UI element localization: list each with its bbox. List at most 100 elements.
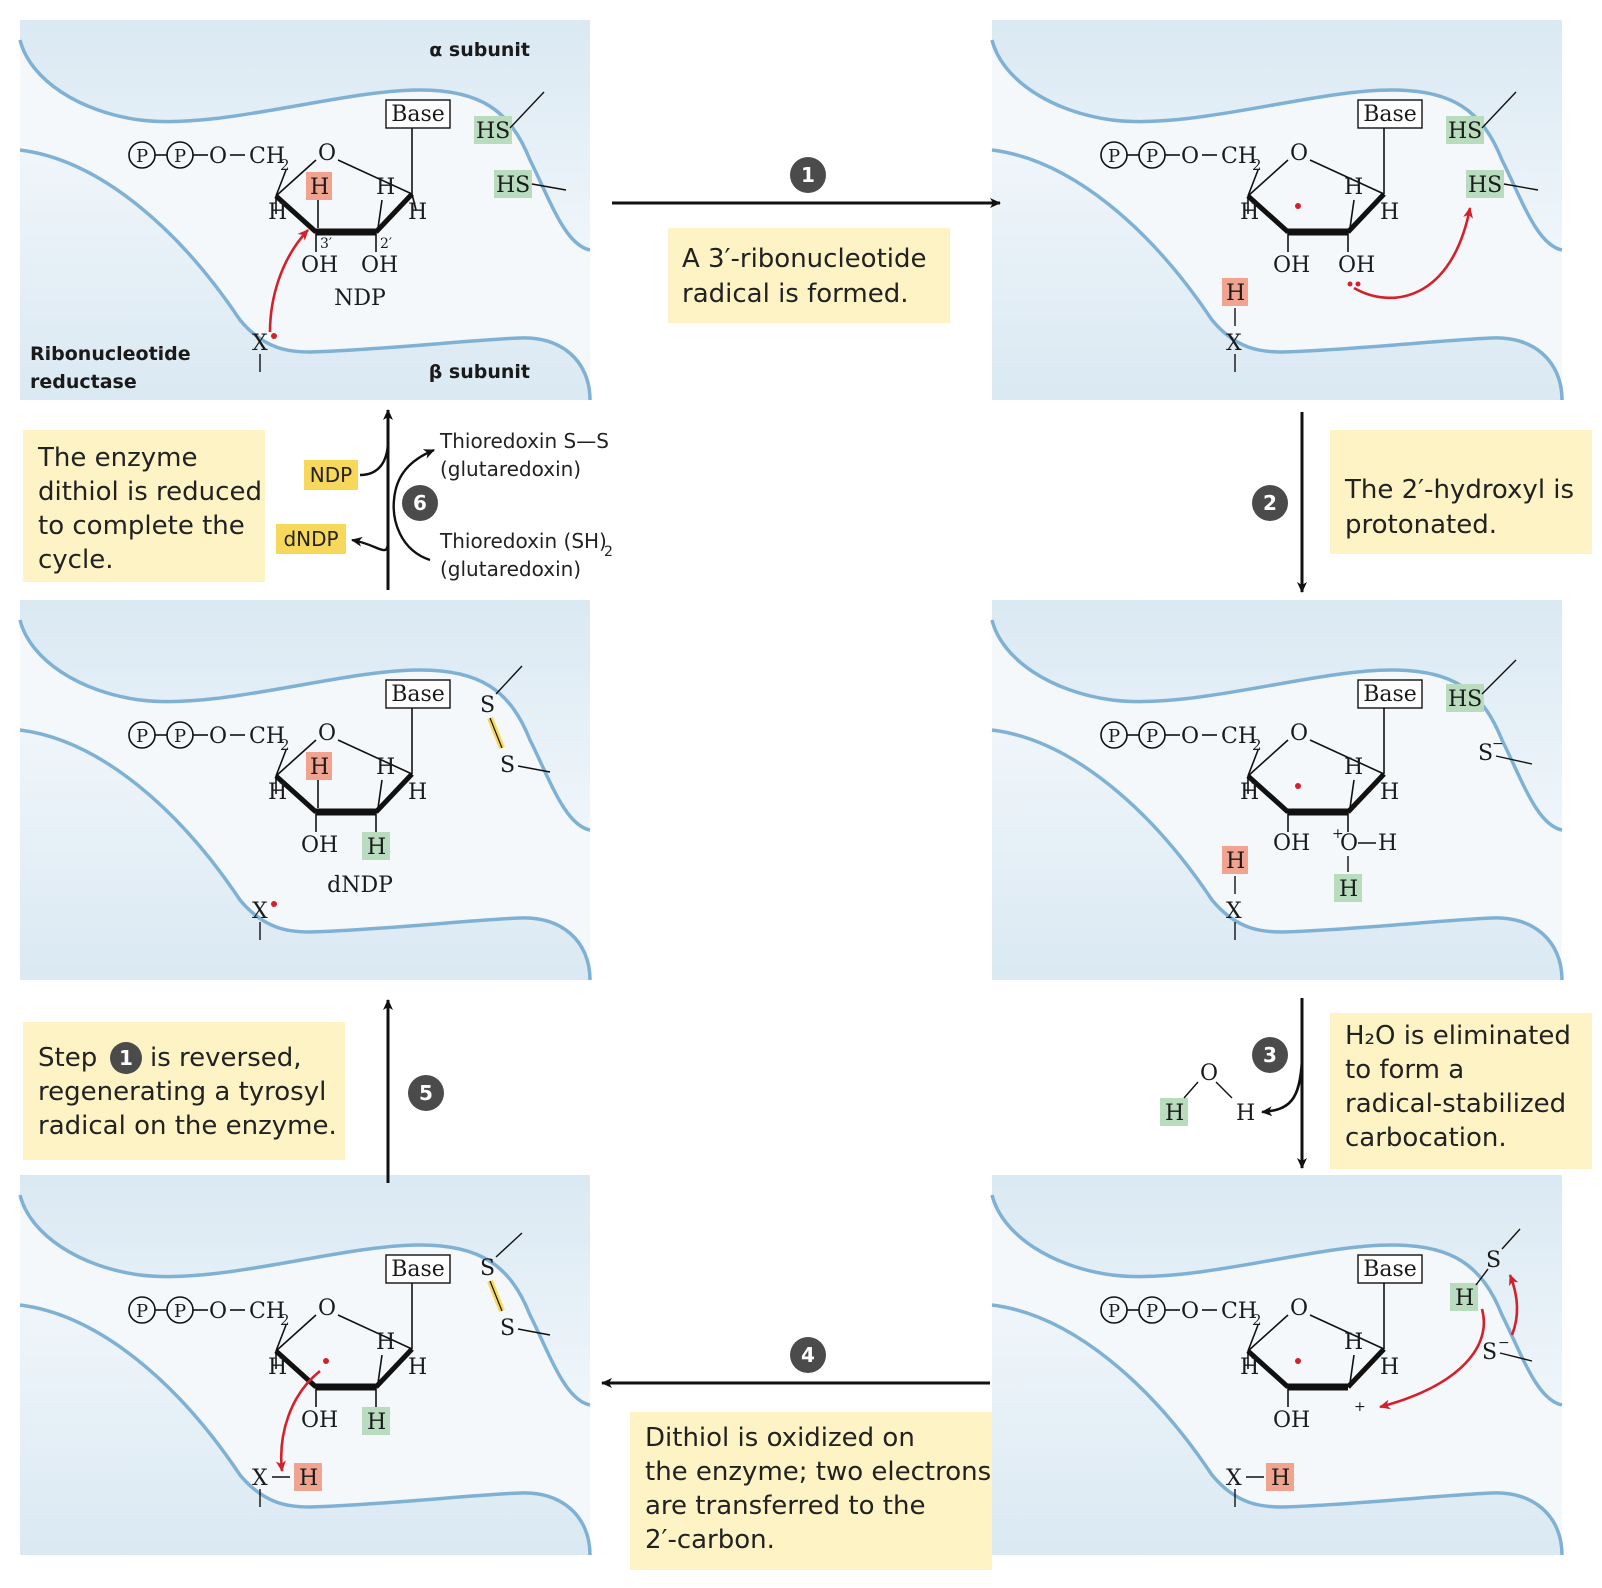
- dndp-label: dNDP: [327, 873, 393, 898]
- svg-text:HS: HS: [1468, 173, 1502, 198]
- svg-text:H: H: [1380, 200, 1399, 225]
- svg-text:dithiol is reduced: dithiol is reduced: [38, 477, 262, 507]
- svg-text:HS: HS: [1448, 119, 1482, 144]
- svg-text:−: −: [1498, 1335, 1510, 1351]
- svg-text:H: H: [367, 1410, 386, 1435]
- svg-text:to form a: to form a: [1345, 1055, 1464, 1085]
- svg-text:2: 2: [604, 544, 613, 560]
- svg-text:OH: OH: [1273, 1408, 1310, 1433]
- svg-text:H: H: [1236, 1101, 1255, 1126]
- step-1: 1 A 3′-ribonucleotide radical is formed.: [612, 157, 1001, 323]
- svg-text:Thioredoxin (SH): Thioredoxin (SH): [439, 529, 607, 553]
- svg-text:−: −: [1492, 736, 1504, 752]
- svg-text:H: H: [1240, 780, 1259, 805]
- svg-text:H: H: [1380, 780, 1399, 805]
- h3-highlight: H: [310, 175, 329, 200]
- svg-text:X: X: [252, 1466, 268, 1491]
- svg-text:H: H: [268, 1355, 287, 1380]
- svg-text:cycle.: cycle.: [38, 545, 113, 575]
- svg-text:X: X: [252, 899, 268, 924]
- svg-text:OH: OH: [1273, 831, 1310, 856]
- svg-text:1: 1: [119, 1046, 133, 1070]
- enzyme-name-line2: reductase: [30, 371, 137, 393]
- svg-text:carbocation.: carbocation.: [1345, 1123, 1507, 1153]
- svg-text:The enzyme: The enzyme: [37, 443, 197, 473]
- svg-text:H: H: [1240, 1355, 1259, 1380]
- svg-text:the enzyme; two electrons: the enzyme; two electrons: [645, 1457, 991, 1487]
- svg-text:protonated.: protonated.: [1345, 510, 1497, 540]
- panel-carbocation: H H H OH + H S S − X H: [990, 1173, 1564, 1557]
- svg-text:H: H: [376, 175, 395, 200]
- svg-text:H: H: [1226, 849, 1245, 874]
- panel-dndp: H H H H OH H dNDP S S X: [18, 598, 592, 982]
- svg-text:4: 4: [801, 1343, 815, 1367]
- svg-text:H: H: [1226, 281, 1245, 306]
- svg-text:X: X: [1226, 331, 1242, 356]
- svg-text:H: H: [1240, 200, 1259, 225]
- svg-text:dNDP: dNDP: [283, 527, 338, 551]
- beta-subunit-label: β subunit: [429, 361, 530, 383]
- svg-text:5: 5: [419, 1081, 433, 1105]
- panel-radical: H H H OH OH HS HS H X: [990, 18, 1564, 402]
- svg-text:6: 6: [413, 491, 427, 515]
- svg-text:HS: HS: [476, 119, 510, 144]
- svg-text:A 3′-ribonucleotide: A 3′-ribonucleotide: [682, 244, 927, 274]
- svg-text:OH: OH: [1273, 253, 1310, 278]
- svg-text:H: H: [1378, 831, 1397, 856]
- alpha-subunit-label: α subunit: [429, 39, 530, 61]
- svg-text:OH: OH: [301, 253, 338, 278]
- step-6: 6 NDP dNDP Thioredoxin S—S (glutaredoxin…: [23, 409, 613, 590]
- svg-text:OH: OH: [1338, 253, 1375, 278]
- svg-text:S: S: [1486, 1248, 1501, 1273]
- svg-text:are transferred to the: are transferred to the: [645, 1491, 925, 1521]
- svg-text:H₂O is eliminated: H₂O is eliminated: [1345, 1021, 1571, 1051]
- svg-text:H: H: [1455, 1286, 1474, 1311]
- svg-text:OH: OH: [301, 1408, 338, 1433]
- svg-text:H: H: [1344, 1330, 1363, 1355]
- svg-text:O: O: [1340, 831, 1358, 856]
- panel-protonated: H H H OH + O H H HS S − H X: [990, 598, 1564, 982]
- svg-text:+: +: [1332, 826, 1344, 842]
- svg-text:3: 3: [1263, 1043, 1277, 1067]
- svg-text:regenerating a tyrosyl: regenerating a tyrosyl: [38, 1077, 326, 1107]
- svg-text:H: H: [1165, 1101, 1184, 1126]
- svg-text:S: S: [500, 1316, 515, 1341]
- svg-text:O: O: [1200, 1061, 1218, 1086]
- svg-text:The 2′-hydroxyl is: The 2′-hydroxyl is: [1344, 475, 1574, 505]
- svg-text:H: H: [376, 1330, 395, 1355]
- svg-text:Dithiol is oxidized on: Dithiol is oxidized on: [645, 1423, 915, 1453]
- svg-text:(glutaredoxin): (glutaredoxin): [440, 557, 581, 581]
- svg-text:X: X: [1226, 899, 1242, 924]
- svg-text:OH: OH: [361, 253, 398, 278]
- svg-text:3′: 3′: [320, 236, 332, 252]
- svg-text:2′-carbon.: 2′-carbon.: [645, 1525, 775, 1555]
- svg-text:S: S: [1478, 741, 1493, 766]
- svg-text:S: S: [480, 1256, 495, 1281]
- svg-text:H: H: [1380, 1355, 1399, 1380]
- svg-text:radical is formed.: radical is formed.: [682, 279, 908, 309]
- panel-ndp: α subunit β subunit Ribonucleotide reduc…: [18, 18, 592, 402]
- svg-text:H: H: [408, 1355, 427, 1380]
- svg-text:S: S: [500, 753, 515, 778]
- svg-text:S: S: [1482, 1340, 1497, 1365]
- step-5: 5 Step 1 is reversed, regenerating a tyr…: [23, 999, 444, 1183]
- svg-text:X: X: [252, 331, 268, 356]
- step-3: 3 H O H H₂O is eliminated to form a radi…: [1160, 998, 1592, 1169]
- enzyme-name-line1: Ribonucleotide: [30, 343, 191, 365]
- svg-text:H: H: [310, 755, 329, 780]
- svg-text:to complete the: to complete the: [38, 511, 245, 541]
- svg-text:HS: HS: [1448, 687, 1482, 712]
- svg-text:(glutaredoxin): (glutaredoxin): [440, 457, 581, 481]
- svg-text:H: H: [376, 755, 395, 780]
- svg-text:H: H: [367, 835, 386, 860]
- svg-text:H: H: [268, 780, 287, 805]
- svg-text:H: H: [1344, 755, 1363, 780]
- svg-text:S: S: [480, 693, 495, 718]
- svg-text:radical on the enzyme.: radical on the enzyme.: [38, 1111, 337, 1141]
- svg-text:radical-stabilized: radical-stabilized: [1345, 1089, 1566, 1119]
- svg-text:H: H: [408, 200, 427, 225]
- svg-text:H: H: [268, 200, 287, 225]
- svg-text:2: 2: [1263, 491, 1277, 515]
- step-4: 4 Dithiol is oxidized on the enzyme; two…: [601, 1337, 992, 1570]
